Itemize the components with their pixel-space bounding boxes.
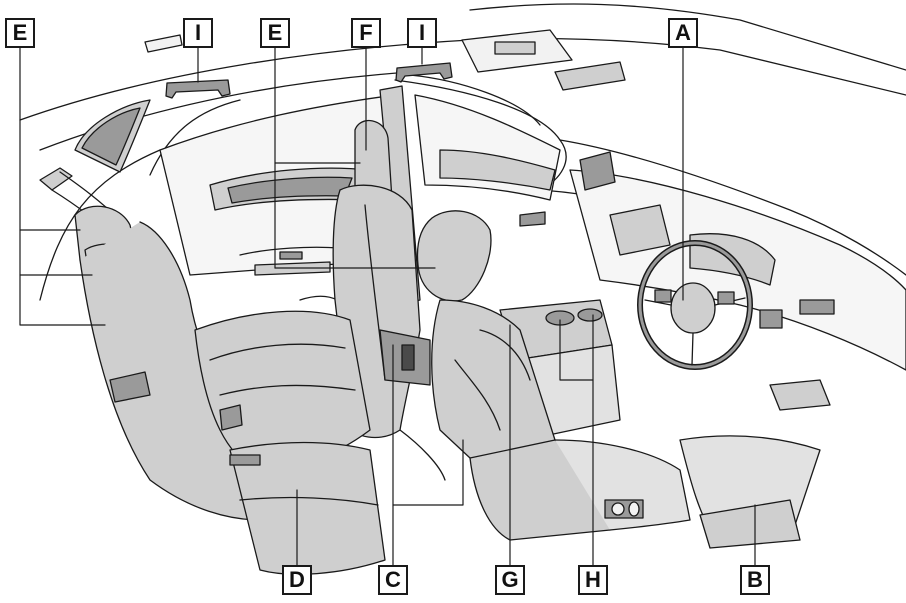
dashboard (569, 151, 906, 371)
callout-d: D (282, 565, 312, 595)
floor-mat (679, 379, 831, 549)
overhead-console (461, 29, 626, 91)
callout-h: H (578, 565, 608, 595)
callout-i-right: I (407, 18, 437, 48)
center-console (499, 299, 621, 441)
callout-i-left: I (183, 18, 213, 48)
callout-g: G (495, 565, 525, 595)
grab-handle-rear (165, 79, 231, 99)
callout-c: C (378, 565, 408, 595)
front-door (414, 94, 561, 227)
callout-f: F (351, 18, 381, 48)
callout-b: B (740, 565, 770, 595)
front-passenger-seat (416, 210, 691, 541)
steering-wheel (637, 240, 753, 370)
leader-lines (19, 47, 756, 581)
rear-seat (74, 205, 386, 575)
grab-handle-front (395, 62, 453, 83)
callout-a: A (668, 18, 698, 48)
rear-quarter-window (74, 99, 151, 173)
callout-e-left: E (5, 18, 35, 48)
roof-rail (144, 34, 183, 53)
callout-e-mid: E (260, 18, 290, 48)
